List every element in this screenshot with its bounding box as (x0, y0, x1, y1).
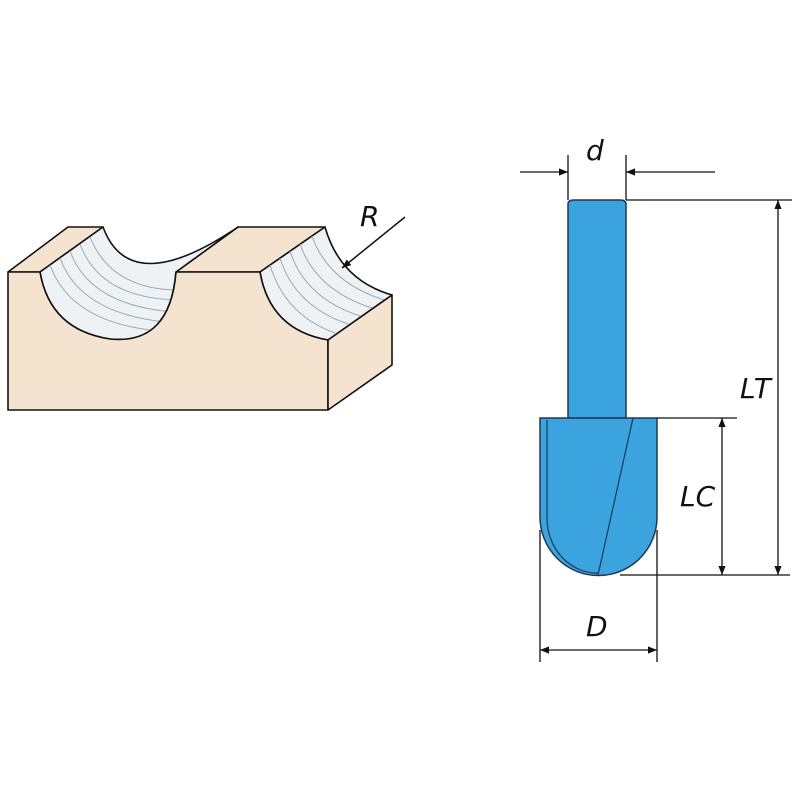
groove-hatching (49, 235, 385, 334)
radius-arrow (341, 216, 406, 269)
cutting-diameter-label: D (586, 610, 608, 643)
bit-head (539, 417, 658, 577)
workpiece (7, 226, 393, 411)
bit-shank (567, 199, 627, 419)
workpiece-side (327, 294, 393, 411)
total-length-label: LT (740, 372, 773, 405)
shank-diameter-label: d (586, 134, 604, 167)
dimension-lines (520, 155, 792, 662)
radius-label: R (360, 200, 379, 233)
router-bit (539, 199, 658, 577)
workpiece-front (7, 271, 329, 411)
cutting-length-label: LC (680, 480, 716, 513)
